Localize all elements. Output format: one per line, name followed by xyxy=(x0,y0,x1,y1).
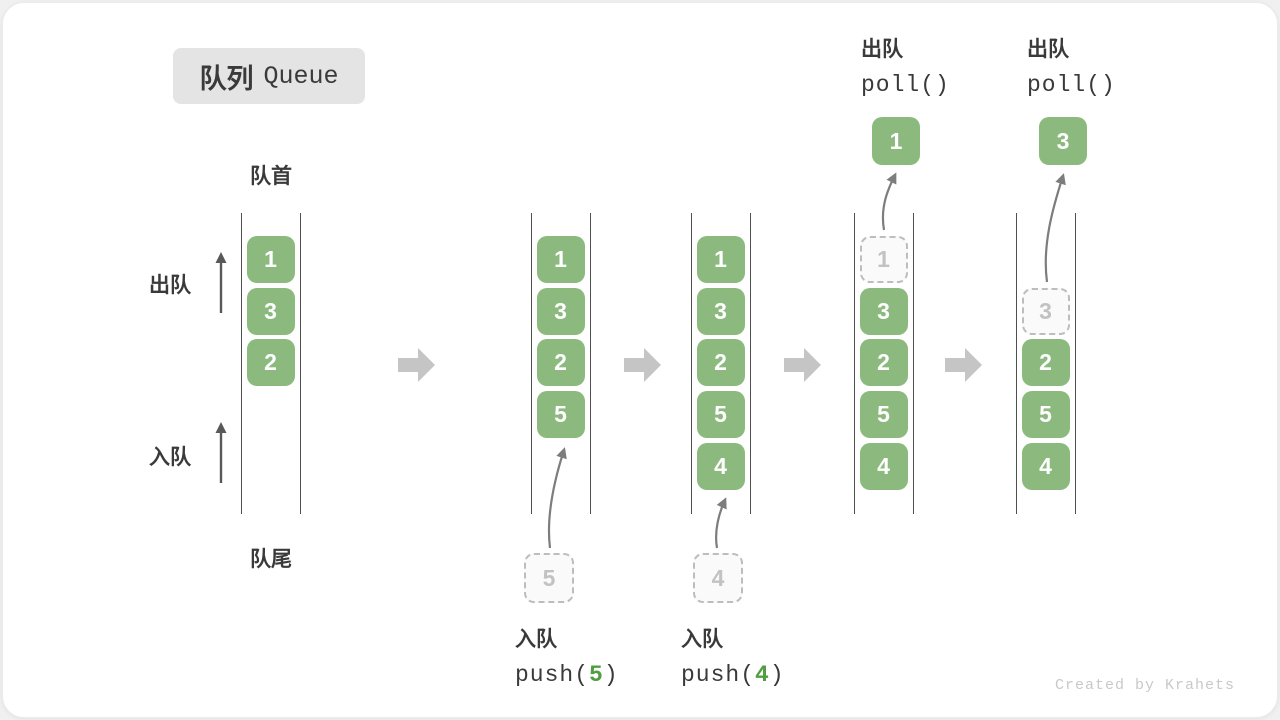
queue-cell-removed: 3 xyxy=(1021,288,1070,335)
queue-cell-removed: 1 xyxy=(859,236,908,283)
step-arrow-icon xyxy=(398,348,435,382)
queue-cell: 2 xyxy=(696,339,745,386)
queue-cell: 2 xyxy=(859,339,908,386)
code-arg: 4 xyxy=(755,662,770,688)
label-enqueue: 入队 xyxy=(149,446,191,469)
queue-cell: 1 xyxy=(696,236,745,283)
queue-cell: 1 xyxy=(246,236,295,283)
title-en: Queue xyxy=(263,61,339,91)
incoming-element-box: 5 xyxy=(524,553,574,603)
poll3-label: 出队 xyxy=(1027,38,1069,61)
queue-cell: 4 xyxy=(1021,443,1070,490)
queue-cell: 5 xyxy=(859,391,908,438)
code-close: ) xyxy=(769,662,785,688)
step-arrow-icon xyxy=(945,348,982,382)
poll1-caption: 出队 poll() xyxy=(861,33,950,98)
queue-cell: 3 xyxy=(246,288,295,335)
queue-cell: 2 xyxy=(246,339,295,386)
incoming-element-box: 4 xyxy=(693,553,743,603)
label-queue-front: 队首 xyxy=(250,165,292,188)
queue-column-state-2: 1 3 2 5 xyxy=(531,213,591,514)
push4-code: push(4) xyxy=(681,662,785,688)
code-fn: push( xyxy=(515,662,590,688)
queue-cell: 5 xyxy=(1021,391,1070,438)
step-arrow-icon xyxy=(784,348,821,382)
queue-cell: 5 xyxy=(536,391,585,438)
code-fn: push( xyxy=(681,662,756,688)
poll3-caption: 出队 poll() xyxy=(1027,33,1116,98)
watermark-credit: Created by Krahets xyxy=(1054,677,1235,694)
queue-cell: 3 xyxy=(859,288,908,335)
poll1-label: 出队 xyxy=(861,38,903,61)
queue-cell: 5 xyxy=(696,391,745,438)
queue-column-state-3: 1 3 2 5 4 xyxy=(691,213,751,514)
queue-cell: 3 xyxy=(696,288,745,335)
queue-cell: 2 xyxy=(1021,339,1070,386)
title-zh: 队列 xyxy=(199,63,254,94)
code-arg: 5 xyxy=(589,662,604,688)
push5-caption: 入队 push(5) xyxy=(515,623,619,688)
push4-label: 入队 xyxy=(681,628,723,651)
queue-cell: 2 xyxy=(536,339,585,386)
queue-column-state-1: 1 3 2 xyxy=(241,213,301,514)
queue-cell: 1 xyxy=(536,236,585,283)
queue-cell: 4 xyxy=(859,443,908,490)
push4-caption: 入队 push(4) xyxy=(681,623,785,688)
dequeued-element-box: 1 xyxy=(872,117,920,165)
dequeued-element-box: 3 xyxy=(1039,117,1087,165)
title-badge: 队列 Queue xyxy=(173,48,365,104)
queue-cell: 3 xyxy=(536,288,585,335)
step-arrow-icon xyxy=(624,348,661,382)
push5-code: push(5) xyxy=(515,662,619,688)
code-close: ) xyxy=(603,662,619,688)
dequeue-direction-arrow-icon xyxy=(215,252,227,313)
poll3-code: poll() xyxy=(1027,72,1116,98)
poll1-code: poll() xyxy=(861,72,950,98)
label-dequeue: 出队 xyxy=(149,274,191,297)
label-queue-rear: 队尾 xyxy=(250,548,292,571)
queue-column-state-4: 1 3 2 5 4 xyxy=(854,213,914,514)
queue-cell: 4 xyxy=(696,443,745,490)
push5-label: 入队 xyxy=(515,628,557,651)
enqueue-direction-arrow-icon xyxy=(215,422,227,483)
queue-column-state-5: 3 2 5 4 xyxy=(1016,213,1076,514)
